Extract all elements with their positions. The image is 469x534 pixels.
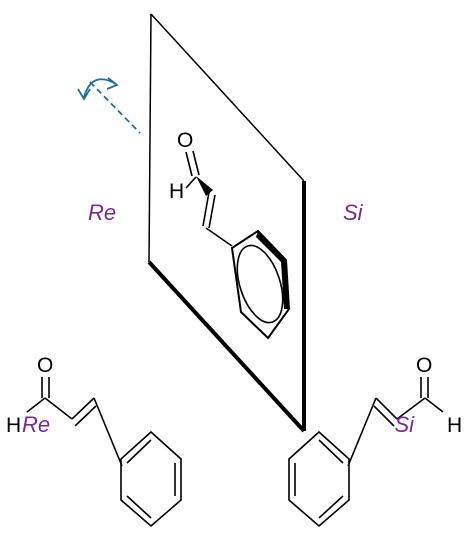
right-ring-inner-bond-1: [318, 439, 344, 464]
si-face-label: Si: [343, 200, 364, 225]
left-ring-bond: [93, 397, 123, 467]
center-ch-bond: [185, 176, 197, 189]
center-cc-double-bond-a: [202, 191, 210, 227]
center-phenyl-aromatic-circle: [236, 244, 284, 324]
center-hydrogen-label: H: [169, 180, 184, 203]
plane-edge-top: [150, 13, 305, 182]
center-wedge-bond: [196, 176, 213, 196]
center-oxygen-label: O: [177, 129, 193, 152]
rotation-axis: [89, 81, 141, 134]
re-face-label: Re: [88, 200, 116, 225]
plane-edge-left: [148, 13, 152, 263]
plane-edge-bottom: [147, 260, 306, 433]
rotation-arrowhead-left: [77, 88, 91, 101]
center-ring-bond: [205, 227, 233, 247]
right-carbon-chain-bond: [396, 397, 426, 420]
left-ring-inner-bond-1: [126, 439, 152, 464]
re-face-molecule: O H: [6, 354, 182, 528]
right-cc-double-bond-a: [375, 397, 398, 420]
center-molecule: O H: [169, 129, 291, 340]
mirror-plane: [147, 13, 306, 433]
right-si-label: Si: [394, 412, 415, 437]
right-ring-inner-bond-3: [318, 495, 344, 519]
right-oxygen-label: O: [416, 354, 432, 377]
si-face-molecule: O H: [288, 354, 462, 528]
center-phenyl-ring-bold-edge: [256, 231, 289, 309]
left-hydrogen-label: H: [6, 414, 21, 437]
left-ch-bond: [26, 397, 46, 413]
center-co-double-bond-b: [192, 150, 200, 176]
left-cc-double-bond-a: [71, 397, 95, 420]
right-hydrogen-label: H: [447, 414, 462, 437]
rotation-arrowhead-right: [106, 77, 119, 90]
right-cc-double-bond-inner: [373, 405, 395, 427]
right-ch-bond: [424, 397, 444, 413]
left-oxygen-label: O: [37, 354, 53, 377]
center-cc-double-bond-b: [208, 194, 216, 229]
left-ring-inner-bond-3: [126, 495, 152, 519]
right-ring-bond: [347, 397, 377, 467]
left-carbon-chain-bond: [44, 397, 73, 420]
right-phenyl-ring: [288, 430, 350, 528]
left-phenyl-ring: [120, 430, 182, 528]
left-cc-double-bond-inner: [74, 405, 97, 427]
left-re-label: Re: [22, 412, 50, 437]
center-co-double-bond-a: [185, 151, 193, 177]
rotation-arrow-icon: [77, 77, 141, 134]
